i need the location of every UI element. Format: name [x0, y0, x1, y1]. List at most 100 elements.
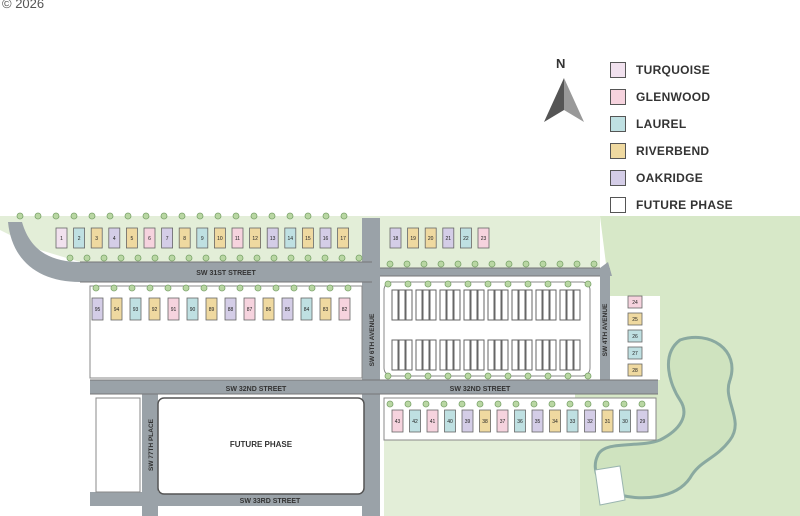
lot-39[interactable]: 39	[461, 409, 474, 433]
lot-87[interactable]: 87	[243, 297, 256, 321]
lot-90[interactable]: 90	[186, 297, 199, 321]
lot-38[interactable]: 38	[479, 409, 491, 433]
lot-number: 83	[323, 307, 329, 313]
tree-icon	[573, 260, 581, 268]
lot-16[interactable]: 16	[319, 227, 332, 249]
tree-icon	[458, 400, 466, 408]
tree-icon	[322, 212, 330, 220]
lot-27[interactable]: 27	[627, 346, 643, 360]
legend-item-riverbend: RIVERBEND	[610, 137, 733, 164]
lot-24[interactable]: 24	[627, 295, 643, 309]
lot-32[interactable]: 32	[584, 409, 596, 433]
tree-icon	[539, 260, 547, 268]
lot-1[interactable]: 1	[55, 227, 68, 249]
lot-88[interactable]: 88	[224, 297, 237, 321]
lot-31[interactable]: 31	[601, 409, 614, 433]
lot-5[interactable]: 5	[126, 227, 138, 249]
lot-30[interactable]: 30	[619, 409, 631, 433]
townhome-unit	[487, 289, 495, 321]
lot-89[interactable]: 89	[205, 297, 218, 321]
open-space-band	[0, 216, 600, 268]
lot-28[interactable]: 28	[627, 363, 643, 377]
lot-number: 31	[605, 419, 611, 425]
lot-83[interactable]: 83	[319, 297, 332, 321]
tree-icon	[548, 400, 556, 408]
lot-15[interactable]: 15	[301, 227, 314, 249]
lot-number: 38	[482, 419, 488, 425]
tree-icon	[476, 400, 484, 408]
legend-swatch	[610, 196, 626, 213]
lot-84[interactable]: 84	[300, 297, 313, 321]
townhome-unit	[511, 339, 519, 371]
lot-36[interactable]: 36	[514, 409, 526, 433]
lot-8[interactable]: 8	[178, 227, 191, 249]
tree-icon	[253, 254, 261, 262]
lot-number: 34	[552, 419, 558, 425]
tree-icon	[484, 372, 492, 380]
tree-icon	[232, 212, 240, 220]
pond	[594, 465, 626, 506]
lot-13[interactable]: 13	[266, 227, 279, 249]
tree-icon	[164, 284, 172, 292]
lot-number: 9	[201, 236, 204, 242]
lot-number: 26	[632, 334, 638, 340]
lot-94[interactable]: 94	[110, 297, 123, 321]
lot-93[interactable]: 93	[129, 297, 142, 321]
lot-7[interactable]: 7	[161, 227, 174, 249]
green-south-parcel	[384, 440, 580, 516]
lot-86[interactable]: 86	[262, 297, 275, 321]
townhome-unit	[422, 289, 430, 321]
lot-6[interactable]: 6	[143, 227, 156, 249]
lot-26[interactable]: 26	[627, 329, 643, 343]
lot-92[interactable]: 92	[148, 297, 161, 321]
tree-icon	[124, 212, 132, 220]
townhome-unit	[501, 289, 509, 321]
lot-29[interactable]: 29	[636, 409, 649, 433]
tree-icon	[52, 212, 60, 220]
lot-20[interactable]: 20	[424, 227, 437, 249]
lot-22[interactable]: 22	[459, 227, 472, 249]
lot-43[interactable]: 43	[391, 409, 404, 433]
lot-number: 21	[446, 236, 452, 242]
townhome-unit	[391, 339, 399, 371]
tree-icon	[218, 284, 226, 292]
sw4th-avenue-label: SW 4TH AVENUE	[602, 303, 609, 356]
lot-34[interactable]: 34	[549, 409, 561, 433]
lot-number: 14	[288, 236, 294, 242]
lot-17[interactable]: 17	[337, 227, 350, 249]
lot-3[interactable]: 3	[90, 227, 103, 249]
lot-23[interactable]: 23	[477, 227, 490, 249]
lot-85[interactable]: 85	[281, 297, 294, 321]
lot-21[interactable]: 21	[442, 227, 455, 249]
block-townhomes	[383, 281, 591, 377]
tree-icon	[151, 254, 159, 262]
lot-number: 1	[60, 236, 63, 242]
lot-40[interactable]: 40	[444, 409, 456, 433]
lot-2[interactable]: 2	[73, 227, 85, 249]
lot-14[interactable]: 14	[284, 227, 297, 249]
tree-icon	[100, 254, 108, 262]
lot-number: 27	[632, 351, 638, 357]
lot-19[interactable]: 19	[407, 227, 420, 249]
lot-35[interactable]: 35	[531, 409, 544, 433]
lot-91[interactable]: 91	[167, 297, 180, 321]
lot-41[interactable]: 41	[426, 409, 439, 433]
lot-9[interactable]: 9	[196, 227, 209, 249]
lot-95[interactable]: 95	[91, 297, 104, 321]
townhome-unit	[415, 339, 423, 371]
lot-37[interactable]: 37	[496, 409, 509, 433]
lot-4[interactable]: 4	[108, 227, 121, 249]
lot-42[interactable]: 42	[409, 409, 421, 433]
lot-18[interactable]: 18	[389, 227, 402, 249]
lot-82[interactable]: 82	[338, 297, 351, 321]
lot-10[interactable]: 10	[213, 227, 226, 249]
lot-25[interactable]: 25	[627, 312, 643, 326]
tree-icon	[484, 280, 492, 288]
tree-icon	[444, 280, 452, 288]
lot-11[interactable]: 11	[231, 227, 244, 249]
lot-number: 25	[632, 317, 638, 323]
lot-33[interactable]: 33	[566, 409, 579, 433]
tree-icon	[522, 260, 530, 268]
townhome-unit	[494, 289, 502, 321]
lot-12[interactable]: 12	[249, 227, 262, 249]
